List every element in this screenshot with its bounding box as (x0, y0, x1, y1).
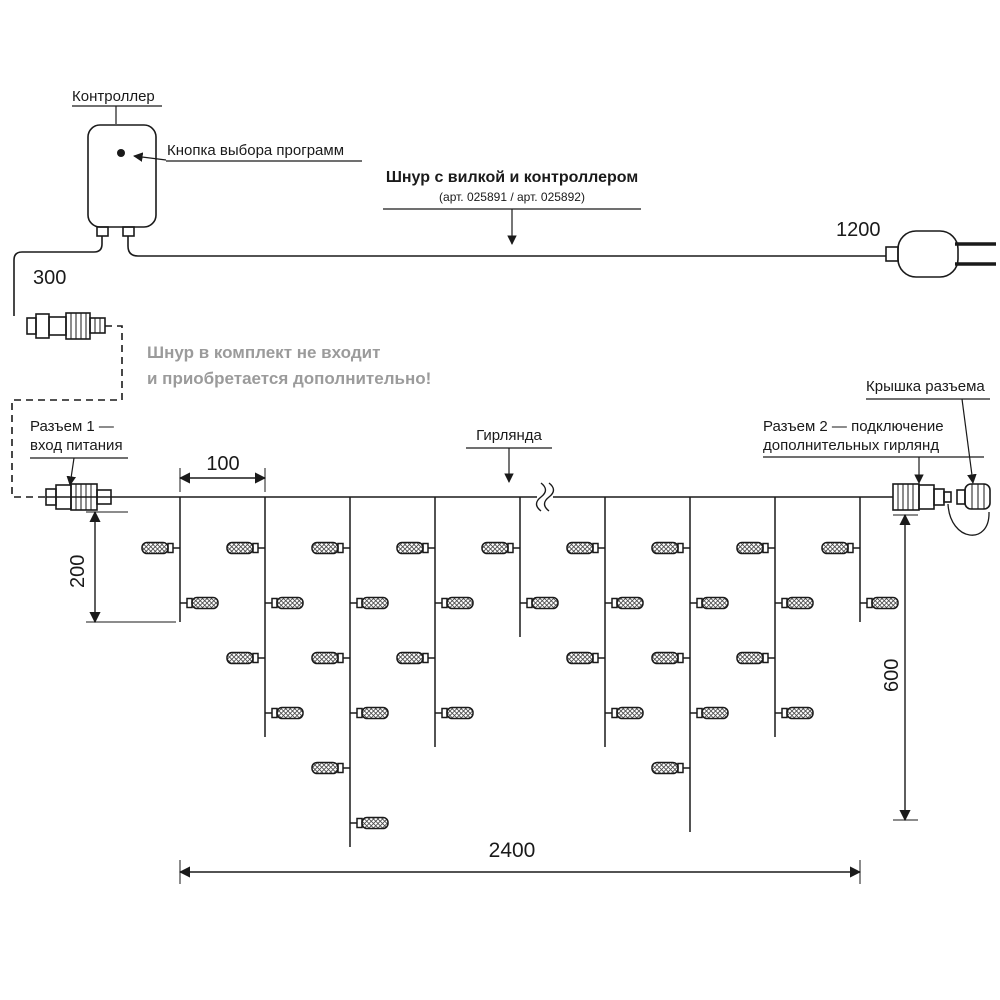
icicle-drop (226, 497, 304, 737)
lamp (435, 596, 474, 610)
lamp (821, 541, 860, 555)
connector-2 (892, 483, 952, 511)
connector-cap (956, 483, 991, 510)
cord-label: Шнур с вилкой и контроллером (арт. 02589… (362, 168, 662, 205)
icicle-drop (566, 497, 644, 747)
lamp (860, 596, 899, 610)
dim-2400-label: 2400 (488, 839, 536, 862)
connector1-leader (30, 457, 128, 486)
lamp (605, 596, 644, 610)
wire-break-mark (535, 482, 555, 512)
connector-1 (45, 483, 112, 511)
lamp (350, 596, 389, 610)
dim-100-label: 100 (206, 453, 240, 475)
connector1-line1: Разъем 1 — (30, 418, 114, 435)
garland-leader (466, 447, 552, 483)
connector1-line2: вход питания (30, 436, 123, 454)
lamp (566, 541, 605, 555)
lamp (690, 706, 729, 720)
lamp (226, 541, 265, 555)
controller-terminal (122, 226, 135, 237)
cord-leader (383, 208, 641, 245)
lamp (311, 541, 350, 555)
lamp (396, 651, 435, 665)
program-button-leader-arrow (133, 152, 167, 162)
icicle-drop (736, 497, 814, 737)
connector2-label: Разъем 2 — подключение дополнительных ги… (763, 418, 944, 456)
lamp (311, 761, 350, 775)
cord-articles-text: (арт. 025891 / арт. 025892) (439, 190, 585, 204)
icicle-drop (481, 497, 559, 637)
icicle-drops (141, 497, 899, 847)
lamp (311, 651, 350, 665)
cap-leader (866, 398, 990, 484)
dim-1200-label: 1200 (836, 219, 881, 241)
power-cord-left (13, 236, 103, 316)
garland-label: Гирлянда (476, 427, 542, 444)
icicle-drop (396, 497, 474, 747)
note-line1: Шнур в комплект не входит (147, 343, 381, 362)
controller-label: Контроллер (72, 88, 155, 105)
lamp (520, 596, 559, 610)
connector1-label: Разъем 1 — вход питания (30, 418, 123, 456)
lamp (736, 541, 775, 555)
lamp (775, 706, 814, 720)
icicle-drop (141, 497, 219, 622)
lamp (350, 816, 389, 830)
cord-title-text: Шнур с вилкой и контроллером (385, 169, 639, 186)
lamp (651, 651, 690, 665)
dim-600 (893, 513, 918, 822)
lamp (435, 706, 474, 720)
lamp (651, 761, 690, 775)
lamp (350, 706, 389, 720)
lamp (265, 596, 304, 610)
lamp (775, 596, 814, 610)
dim-600-label: 600 (881, 658, 903, 692)
controller-leader (72, 105, 162, 124)
lamp (736, 651, 775, 665)
note-line2: и приобретается дополнительно! (147, 369, 432, 389)
icicle-drop (821, 497, 899, 622)
power-cord-right (127, 236, 886, 257)
dim-100 (178, 468, 267, 492)
note-not-included: Шнур в комплект не входит и приобретаетс… (147, 340, 431, 393)
lamp (605, 706, 644, 720)
lamp (651, 541, 690, 555)
lamp (265, 706, 304, 720)
controller-terminal (96, 226, 109, 237)
lamp (141, 541, 180, 555)
icicle-drop (651, 497, 729, 832)
connector2-leader (763, 456, 984, 484)
dim-200-label: 200 (67, 554, 89, 588)
lamp (481, 541, 520, 555)
dim-200 (86, 510, 176, 624)
lamp (180, 596, 219, 610)
lamp (396, 541, 435, 555)
power-plug (885, 230, 996, 278)
dashed-extension-cord (11, 325, 123, 498)
dim-300-label: 300 (33, 267, 67, 289)
icicle-drop (311, 497, 389, 847)
cap-tether (947, 503, 990, 536)
dim-2400 (178, 860, 862, 884)
controller-box (87, 124, 157, 237)
lamp (690, 596, 729, 610)
connector2-line2: дополнительных гирлянд (763, 436, 940, 454)
inline-connector (26, 312, 106, 340)
connector-cap-label: Крышка разъема (866, 378, 985, 395)
program-button-dot (117, 149, 125, 157)
connector2-line1: Разъем 2 — подключение (763, 418, 944, 435)
lamp (226, 651, 265, 665)
program-button-label: Кнопка выбора программ (167, 142, 345, 159)
lamp (566, 651, 605, 665)
